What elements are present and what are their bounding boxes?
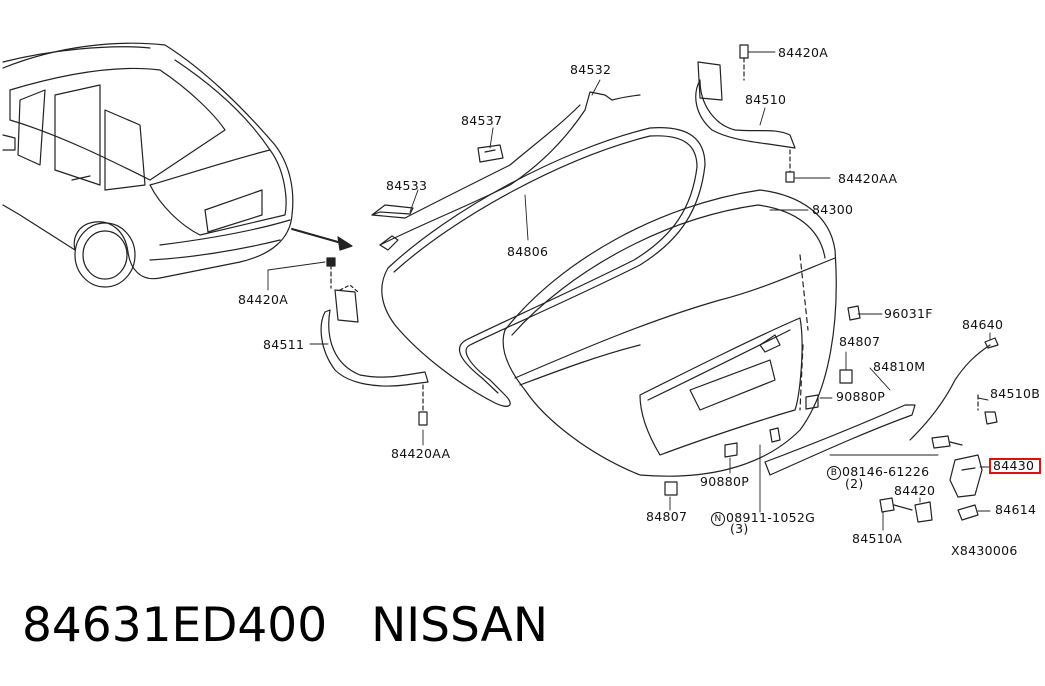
label-84537: 84537 [461, 113, 503, 128]
bolt-symbol-B: B [827, 465, 841, 480]
label-84420A-top: 84420A [778, 45, 829, 60]
label-84420AA-bottom: 84420AA [391, 446, 451, 461]
label-84807-top: 84807 [839, 334, 881, 349]
label-84510A: 84510A [852, 531, 903, 546]
label-84614: 84614 [995, 502, 1037, 517]
label-08146-code: 08146-61226 [842, 464, 930, 479]
brand-name: NISSAN [371, 598, 548, 653]
diagram-code: X8430006 [951, 543, 1018, 558]
label-90880P-bottom: 90880P [700, 474, 750, 489]
label-08911-qty: (3) [730, 521, 749, 536]
label-84430-highlighted: 84430 [989, 458, 1041, 474]
label-84533: 84533 [386, 178, 428, 193]
small-parts [664, 305, 916, 496]
label-84810M: 84810M [873, 359, 926, 374]
trunk-lid [502, 189, 837, 477]
part-number: 84631ED400 [22, 598, 328, 653]
latch-assembly [879, 337, 999, 523]
direction-arrow [291, 228, 353, 251]
label-08911-code: 08911-1052G [726, 510, 816, 525]
label-84807-bottom: 84807 [646, 509, 688, 524]
label-84511: 84511 [263, 337, 305, 352]
label-84420: 84420 [894, 483, 936, 498]
nut-symbol-N: N [711, 511, 725, 526]
release-cable [371, 91, 641, 251]
label-96031F: 96031F [884, 306, 933, 321]
label-84806: 84806 [507, 244, 549, 259]
label-90880P-right: 90880P [836, 389, 886, 404]
diagram-drawing [2, 42, 999, 531]
left-hinge [320, 257, 429, 426]
label-84300: 84300 [812, 202, 854, 217]
car-illustration [2, 42, 294, 288]
label-84532: 84532 [570, 62, 612, 77]
label-84640: 84640 [962, 317, 1004, 332]
label-84510: 84510 [745, 92, 787, 107]
caption: 84631ED400 NISSAN [22, 598, 548, 653]
part-84537-shape [477, 144, 504, 163]
label-84420AA-top: 84420AA [838, 171, 898, 186]
label-84420A-left: 84420A [238, 292, 289, 307]
label-08146-qty: (2) [845, 476, 864, 491]
label-84510B: 84510B [990, 386, 1041, 401]
leader-lines [267, 51, 991, 531]
right-hinge [695, 44, 796, 183]
weatherstrip [381, 127, 706, 407]
parts-diagram: 84420A 84532 84510 84537 84420AA 84533 8… [2, 42, 1041, 558]
